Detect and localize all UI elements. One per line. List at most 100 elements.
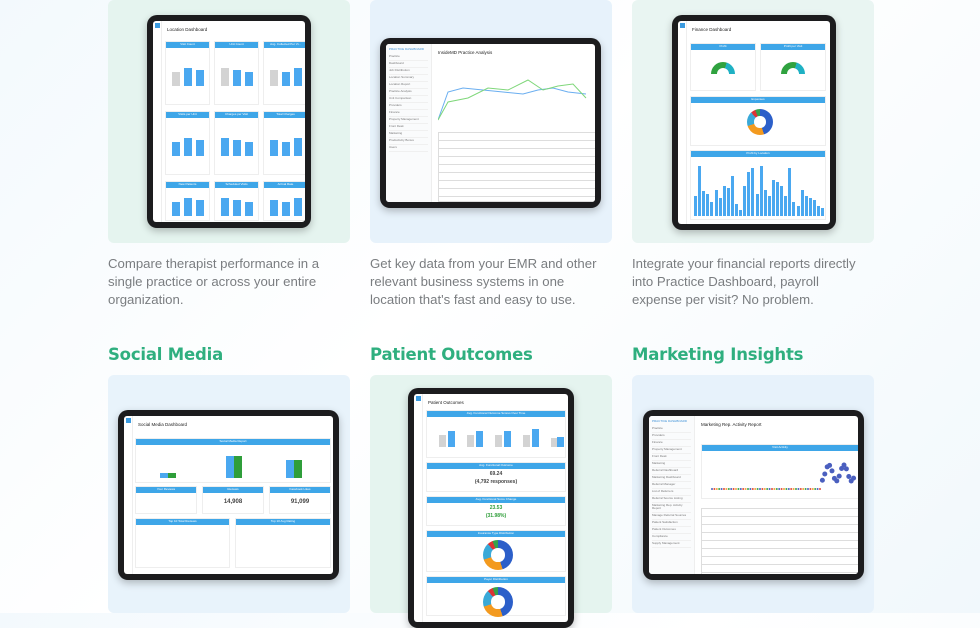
bar: [532, 429, 539, 447]
nav-item[interactable]: Location Report: [389, 82, 428, 89]
bar: [751, 168, 755, 216]
nav-item[interactable]: Referral Manager: [652, 482, 691, 489]
bar: [780, 186, 784, 216]
nav-item[interactable]: Front Desk: [652, 454, 691, 461]
scatter-point: [792, 488, 795, 490]
reviews-count: 14,908: [223, 499, 243, 505]
bar: [726, 188, 730, 216]
panel-header: Charges per Visit: [215, 112, 258, 118]
nav-item[interactable]: Marketing: [652, 461, 691, 468]
bar: [282, 202, 290, 216]
panel-header: Total Charges: [264, 112, 305, 118]
finance-dashboard-screen: Finance Dashboard Profit Profit per Visi…: [678, 21, 830, 224]
bar: [234, 456, 242, 478]
patient-outcomes-card: Patient Outcomes Avg. Functional Outcome…: [370, 375, 612, 628]
nav-item[interactable]: Referral Source Listing: [652, 496, 691, 503]
scatter-point: [730, 488, 733, 490]
logo-icon: [416, 396, 421, 401]
bar: [448, 431, 455, 447]
nav-item[interactable]: Productivity Bonus: [389, 138, 428, 145]
bar: [763, 190, 767, 216]
icon-rail: [124, 416, 133, 574]
bar: [504, 431, 511, 447]
nav-item[interactable]: Patient Outcomes: [652, 527, 691, 535]
panel-header: Expenses: [691, 97, 825, 103]
nav-item[interactable]: Providers: [389, 103, 428, 110]
scatter-point: [735, 488, 737, 490]
bar: [439, 435, 446, 447]
nav-item[interactable]: Job Distribution: [389, 68, 428, 75]
bar: [702, 191, 706, 216]
bar: [245, 142, 253, 156]
nav-item[interactable]: Marketing Rep. Activity Report: [652, 503, 691, 514]
nav-item[interactable]: Marketing: [389, 131, 428, 138]
bar: [735, 204, 738, 216]
panel-outcome-scores: Avg. Functional Outcome Scores Over Time: [426, 410, 566, 458]
bar: [698, 166, 702, 216]
nav-item[interactable]: Property Management: [652, 447, 691, 454]
bar: [294, 68, 302, 86]
panel-header: Unit Count: [215, 42, 258, 48]
scatter-point: [841, 462, 847, 468]
panel-header: Visit Activity: [702, 445, 858, 451]
scatter-point: [829, 468, 835, 474]
panel-header: Top 10 Avg Rating: [236, 519, 330, 525]
nav-item[interactable]: Dashboard: [389, 61, 428, 68]
panel-social-media-report: Social Media Report: [135, 438, 331, 483]
panel-header: Avg. Functional Outcome Scores Over Time: [427, 411, 565, 417]
nav-item[interactable]: Marketing Dashboard: [652, 475, 691, 482]
bar: [710, 202, 714, 216]
scatter-point: [804, 488, 807, 490]
nav-item[interactable]: Manage Referral Sources: [652, 513, 691, 521]
panel-score-change: Avg. Functional Score Change 23.53 (31.9…: [426, 496, 566, 526]
nav-item[interactable]: Supply Management: [652, 541, 691, 549]
dashboard-panel: Charges per Visit: [214, 111, 259, 175]
nav-item[interactable]: Referral Dashboard: [652, 468, 691, 475]
section-heading-marketing-insights: Marketing Insights: [632, 345, 804, 364]
bar: [718, 198, 722, 216]
panel-profit: Profit: [690, 43, 756, 91]
nav-item[interactable]: Front Desk: [389, 124, 428, 131]
bar: [221, 68, 229, 86]
nav-item[interactable]: Providers: [652, 433, 691, 440]
scatter-point: [715, 488, 718, 490]
nav-item[interactable]: Location Summary: [389, 75, 428, 82]
panel-insurance-distribution: Insurance Type Distribution: [426, 530, 566, 572]
nav-item[interactable]: Practice: [389, 54, 428, 61]
bar: [270, 200, 278, 216]
bar: [759, 166, 763, 216]
panel-header: Avg. Collected Per Vi...: [264, 42, 305, 48]
bar: [294, 460, 302, 478]
screen-title: Patient Outcomes: [428, 400, 464, 405]
nav-item[interactable]: Finance: [652, 440, 691, 447]
likes-count: 91,099: [290, 499, 310, 505]
nav-item[interactable]: Practice Analysis: [389, 89, 428, 96]
nav-item[interactable]: Unit Comparison: [389, 96, 428, 103]
icon-rail: [678, 21, 687, 224]
gauge-profit-per-visit: [781, 62, 805, 74]
nav-item[interactable]: Users: [389, 145, 428, 152]
scatter-point: [809, 488, 812, 490]
nav-item[interactable]: Finance: [389, 110, 428, 117]
nav-item[interactable]: Patient Satisfaction: [652, 520, 691, 528]
nav-item[interactable]: Compliance: [652, 534, 691, 542]
panel-top10-rating: Top 10 Avg Rating: [235, 518, 331, 568]
bar: [714, 190, 718, 216]
score-change-percent: (31.98%): [485, 513, 507, 519]
scatter-point: [766, 488, 769, 490]
nav-item[interactable]: Property Management: [389, 117, 428, 124]
scatter-point: [761, 488, 764, 490]
dashboard-panel: Visit Count: [165, 41, 210, 105]
nav-item[interactable]: Practice: [652, 426, 691, 433]
bar: [160, 473, 168, 478]
icon-rail: [153, 21, 162, 222]
nav-item[interactable]: List of Referrers: [652, 489, 691, 496]
bar: [196, 200, 204, 216]
scatter-chart: [711, 462, 857, 490]
bar: [706, 194, 710, 216]
bar: [294, 138, 302, 156]
bar: [245, 202, 253, 216]
